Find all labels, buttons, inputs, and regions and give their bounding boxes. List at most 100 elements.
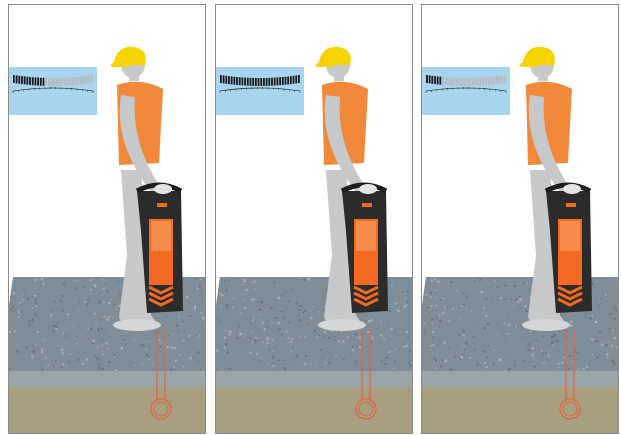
gravel-speck xyxy=(103,301,105,303)
gravel-speck xyxy=(225,330,227,332)
gravel-speck xyxy=(133,338,135,340)
gravel-speck xyxy=(443,341,446,344)
gravel-speck xyxy=(95,329,96,330)
meter-bar xyxy=(493,76,495,84)
panel-2 xyxy=(215,4,413,434)
gravel-speck xyxy=(87,299,89,301)
gravel-speck xyxy=(16,350,19,353)
gravel-speck xyxy=(409,350,411,352)
ground-band xyxy=(422,371,618,387)
gravel-speck xyxy=(599,331,602,334)
locator-indicator xyxy=(157,203,167,207)
meter-bar xyxy=(488,77,490,85)
gravel-speck xyxy=(380,322,382,324)
gravel-speck xyxy=(107,348,109,350)
gravel-speck xyxy=(524,305,526,307)
meter-bar xyxy=(53,78,55,86)
meter-bar xyxy=(437,76,439,84)
gravel-speck xyxy=(57,348,58,349)
gravel-speck xyxy=(366,314,367,315)
meter-bar xyxy=(496,76,498,84)
gravel-speck xyxy=(224,357,226,359)
gravel-speck xyxy=(63,282,65,284)
gravel-speck xyxy=(380,360,382,362)
meter-bar xyxy=(434,76,436,84)
gravel-speck xyxy=(35,305,37,307)
gravel-speck xyxy=(166,346,169,349)
gravel-speck xyxy=(551,341,554,344)
gravel-speck xyxy=(35,299,37,301)
meter-bar xyxy=(80,76,82,84)
gravel-speck xyxy=(319,278,320,279)
gravel-speck xyxy=(613,362,615,364)
gravel-speck xyxy=(323,335,325,337)
gravel-speck xyxy=(514,360,515,361)
gravel-speck xyxy=(267,364,268,365)
gravel-speck xyxy=(485,298,487,300)
gravel-speck xyxy=(341,338,342,339)
gravel-speck xyxy=(396,305,398,307)
gravel-speck xyxy=(445,327,446,328)
gravel-speck xyxy=(485,315,488,318)
gravel-speck xyxy=(96,358,98,360)
gravel-speck xyxy=(261,357,262,358)
gravel-speck xyxy=(547,359,549,361)
gravel-speck xyxy=(66,290,67,291)
meter-bar xyxy=(67,78,69,86)
meter-bar xyxy=(298,75,300,83)
gravel-speck xyxy=(11,301,12,302)
gravel-speck xyxy=(108,316,110,318)
locator-screen xyxy=(356,221,376,251)
meter-bar xyxy=(61,78,63,86)
person-feet xyxy=(318,319,366,331)
gravel-speck xyxy=(172,347,174,349)
gravel-speck xyxy=(278,360,280,362)
gravel-speck xyxy=(245,345,246,346)
gravel-speck xyxy=(174,347,176,349)
gravel-speck xyxy=(436,322,437,323)
gravel-speck xyxy=(327,357,328,358)
gravel-speck xyxy=(437,344,439,346)
gravel-speck xyxy=(600,298,602,300)
gravel-speck xyxy=(173,366,175,368)
gravel-speck xyxy=(506,317,508,319)
gravel-speck xyxy=(526,282,528,284)
gravel-speck xyxy=(458,344,459,345)
gravel-speck xyxy=(267,326,269,328)
panel-3-scene xyxy=(422,5,618,433)
gravel-speck xyxy=(471,310,472,311)
gravel-speck xyxy=(62,332,63,333)
gravel-speck xyxy=(37,294,39,296)
gravel-speck xyxy=(101,345,103,347)
meter-bar xyxy=(35,77,37,85)
gravel-speck xyxy=(41,282,42,283)
gravel-speck xyxy=(225,304,228,307)
gravel-speck xyxy=(34,345,36,347)
gravel-speck xyxy=(542,335,544,337)
gravel-speck xyxy=(556,340,559,343)
gravel-speck xyxy=(226,351,229,354)
gravel-speck xyxy=(611,359,613,361)
gravel-speck xyxy=(200,279,201,280)
meter-bar xyxy=(466,78,468,86)
meter-bar xyxy=(260,78,262,86)
gravel-speck xyxy=(158,339,160,341)
gravel-speck xyxy=(271,339,273,341)
gravel-speck xyxy=(102,353,104,355)
gravel-speck xyxy=(171,334,172,335)
gravel-speck xyxy=(161,342,163,344)
gravel-speck xyxy=(269,307,271,309)
gravel-speck xyxy=(104,330,105,331)
gravel-speck xyxy=(44,339,46,341)
meter-bar xyxy=(220,75,222,83)
gravel-speck xyxy=(141,344,144,347)
gravel-speck xyxy=(252,319,254,321)
meter-bar xyxy=(250,78,252,86)
meter-bar xyxy=(453,78,455,86)
panel-1-scene xyxy=(9,5,205,433)
gravel-speck xyxy=(53,365,55,367)
gravel-speck xyxy=(431,280,433,282)
gravel-speck xyxy=(279,338,281,340)
gravel-speck xyxy=(334,339,336,341)
gravel-speck xyxy=(283,360,285,362)
